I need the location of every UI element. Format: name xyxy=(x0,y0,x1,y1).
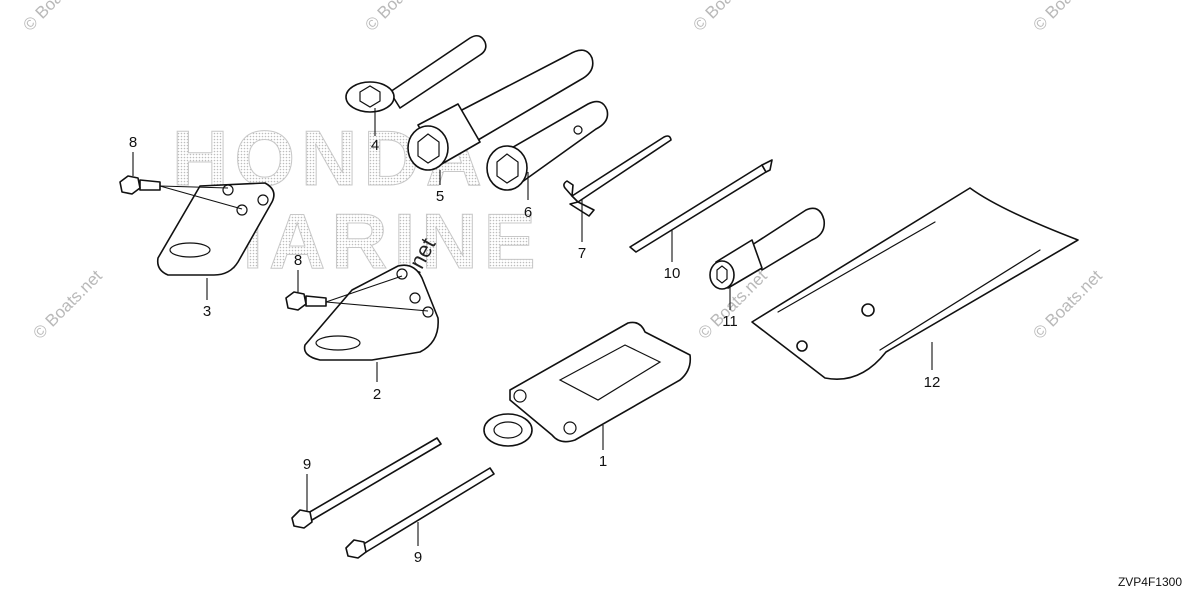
callout-6: 6 xyxy=(524,204,532,221)
callout-7: 7 xyxy=(578,245,586,262)
part-4-wrench xyxy=(345,34,487,113)
callout-10: 10 xyxy=(664,265,681,282)
callouts: 4 5 6 7 10 11 12 3 2 1 8 8 9 9 xyxy=(129,134,941,566)
callout-12: 12 xyxy=(924,374,941,391)
callout-9-upper: 9 xyxy=(303,456,311,473)
part-5-plug-wrench xyxy=(407,49,594,171)
watermark: © Boats.net xyxy=(29,266,106,343)
callout-2: 2 xyxy=(373,386,381,403)
part-8-bolt-lower xyxy=(285,291,327,311)
callout-1: 1 xyxy=(599,453,607,470)
callout-3: 3 xyxy=(203,303,211,320)
callout-8-lower: 8 xyxy=(294,252,302,269)
part-9-bolt-lower xyxy=(345,467,495,559)
leader-lines xyxy=(132,108,933,546)
callout-4: 4 xyxy=(371,137,379,154)
watermark: © Boats.net xyxy=(19,0,96,35)
watermark: © Boats.net xyxy=(689,0,766,35)
part-10-screwdriver-blade xyxy=(629,159,773,253)
callout-9-lower: 9 xyxy=(414,549,422,566)
part-2-bracket xyxy=(303,264,439,361)
callout-11: 11 xyxy=(722,313,738,330)
part-12-tool-bag xyxy=(751,187,1079,380)
watermark: © Boats.net xyxy=(361,0,438,35)
watermark: © Boats.net xyxy=(1029,266,1106,343)
part-9-bolt-upper xyxy=(291,437,442,529)
watermark: © Boats.net xyxy=(1029,0,1106,35)
part-1-hanger xyxy=(483,321,692,447)
part-11-screwdriver-handle xyxy=(709,207,826,290)
part-6-socket-wrench xyxy=(486,100,609,191)
part-8-bolt-upper xyxy=(119,175,161,195)
part-3-bracket xyxy=(156,182,275,276)
drawing-code: ZVP4F1300 xyxy=(1118,575,1182,589)
callout-8-upper: 8 xyxy=(129,134,137,151)
part-7-hex-key xyxy=(563,135,672,217)
callout-5: 5 xyxy=(436,188,444,205)
